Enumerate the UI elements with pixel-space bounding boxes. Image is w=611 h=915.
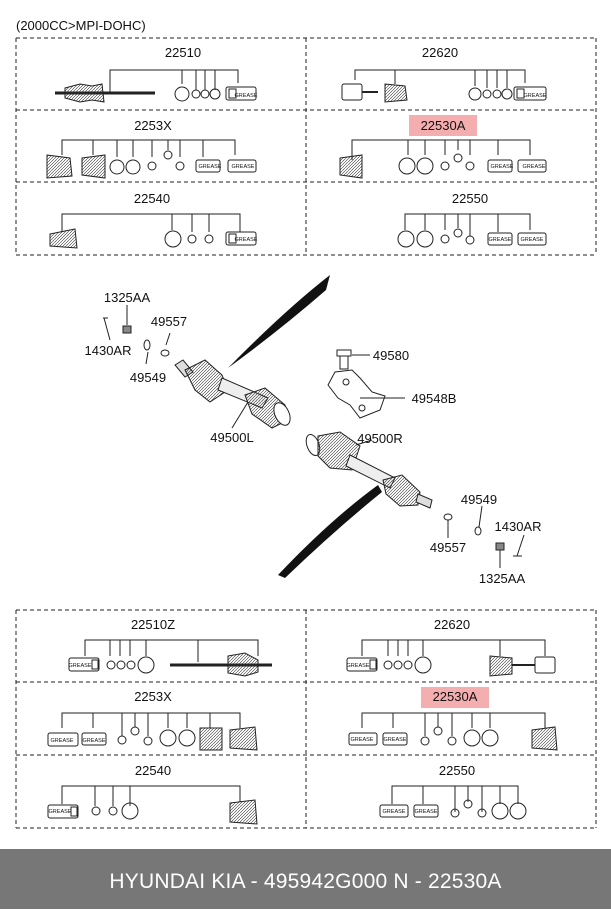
callout-left-1430AR: 1430AR bbox=[85, 343, 132, 358]
callout-shaft-49500R: 49500R bbox=[357, 431, 403, 446]
kit-2253X-bottom-label: 2253X bbox=[134, 689, 172, 704]
kit-22530A bbox=[339, 139, 547, 179]
kit-22540 bbox=[49, 213, 257, 249]
kit-22550 bbox=[397, 213, 547, 248]
kit-22620 bbox=[341, 69, 547, 103]
kit-22550-bottom-label: 22550 bbox=[439, 763, 475, 778]
grease-label: GREASE bbox=[235, 237, 258, 243]
grease-label: GREASE bbox=[83, 738, 106, 744]
grease-label: GREASE bbox=[383, 809, 406, 815]
callout-right-1430AR: 1430AR bbox=[495, 519, 542, 534]
callout-right-49557: 49557 bbox=[430, 540, 466, 555]
kit-22550-bottom bbox=[379, 785, 527, 820]
kit-22540-bottom-label: 22540 bbox=[135, 763, 171, 778]
grease-label: GREASE bbox=[69, 663, 92, 669]
kit-2253X-label: 2253X bbox=[134, 118, 172, 133]
grease-label: GREASE bbox=[524, 93, 547, 99]
kit-22620-bottom bbox=[346, 639, 556, 677]
callout-left-1325AA: 1325AA bbox=[104, 290, 151, 305]
callout-right-1325AA: 1325AA bbox=[479, 571, 526, 586]
kit-22540-bottom bbox=[47, 785, 258, 825]
callout-right-49549: 49549 bbox=[461, 492, 497, 507]
grease-label: GREASE bbox=[521, 237, 544, 243]
top-kit-table bbox=[15, 37, 597, 256]
footer-bar: HYUNDAI KIA - 495942G000 N - 22530A bbox=[0, 849, 611, 909]
left-hardware bbox=[103, 305, 249, 429]
grease-label: GREASE bbox=[351, 737, 374, 743]
grease-label: GREASE bbox=[347, 663, 370, 669]
kit-2253X-bottom bbox=[47, 712, 258, 751]
grease-label: GREASE bbox=[199, 164, 222, 170]
grease-label: GREASE bbox=[415, 809, 438, 815]
kit-22510Z-label: 22510Z bbox=[131, 617, 175, 632]
kit-22620-bottom-label: 22620 bbox=[434, 617, 470, 632]
kit-22510 bbox=[55, 69, 257, 103]
kit-22530A-label: 22530A bbox=[421, 118, 466, 133]
grease-label: GREASE bbox=[232, 164, 255, 170]
separator-stroke-lower bbox=[278, 485, 382, 578]
callout-left-49557: 49557 bbox=[151, 314, 187, 329]
kit-22510Z bbox=[68, 639, 272, 677]
callout-bracket-49548B: 49548B bbox=[412, 391, 457, 406]
grease-label: GREASE bbox=[384, 737, 407, 743]
bottom-kit-table bbox=[15, 609, 597, 829]
grease-label: GREASE bbox=[51, 738, 74, 744]
engine-label: (2000CC>MPI-DOHC) bbox=[16, 18, 146, 33]
grease-label: GREASE bbox=[523, 164, 546, 170]
kit-22550-label: 22550 bbox=[452, 191, 488, 206]
kit-2253X bbox=[46, 139, 257, 179]
callout-bolt-49580: 49580 bbox=[373, 348, 409, 363]
kit-22530A-highlight bbox=[409, 115, 477, 136]
callout-shaft-49500L: 49500L bbox=[210, 430, 253, 445]
bracket-assembly bbox=[327, 349, 405, 419]
separator-stroke-upper bbox=[228, 275, 330, 368]
grease-label: GREASE bbox=[489, 237, 512, 243]
kit-22530A-bottom bbox=[348, 712, 558, 751]
kit-22620-label: 22620 bbox=[422, 45, 458, 60]
footer-part-text: HYUNDAI KIA - 495942G000 N - 22530A bbox=[109, 870, 502, 893]
shaft-49500L bbox=[174, 359, 291, 429]
grease-label: GREASE bbox=[491, 164, 514, 170]
kit-22540-label: 22540 bbox=[134, 191, 170, 206]
kit-22530A-bottom-highlight bbox=[421, 687, 489, 708]
kit-22510-label: 22510 bbox=[165, 45, 201, 60]
shaft-49500R bbox=[305, 431, 433, 509]
right-hardware bbox=[443, 505, 525, 568]
grease-label: GREASE bbox=[235, 93, 258, 99]
callout-left-49549: 49549 bbox=[130, 370, 166, 385]
kit-22530A-bottom-label: 22530A bbox=[433, 689, 478, 704]
grease-label: GREASE bbox=[49, 809, 72, 815]
